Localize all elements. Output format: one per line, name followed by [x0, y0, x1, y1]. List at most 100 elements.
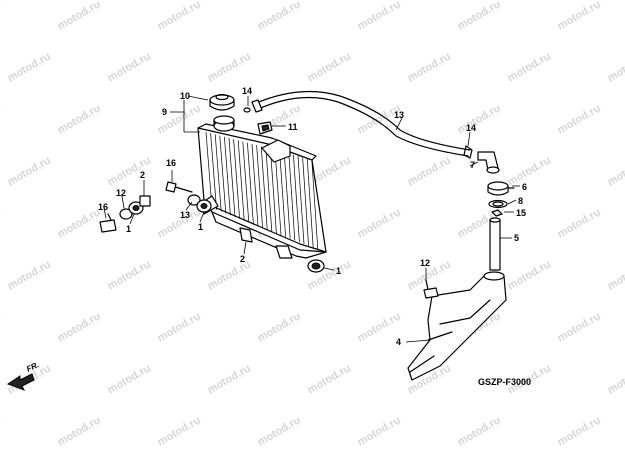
reserve-tank-cap: [487, 181, 515, 196]
watermark-text: motod.ru: [56, 206, 103, 240]
callout-8: 9: [162, 107, 167, 117]
watermark-text: motod.ru: [356, 206, 403, 240]
watermark-text: motod.ru: [406, 50, 453, 84]
watermark-text: motod.ru: [56, 0, 103, 33]
callout-labels: 10 9 14 11 13 14 7 6 8 15 5 4 12 16 13 1…: [98, 86, 527, 347]
radiator-fin: [270, 148, 277, 234]
callout-2-left: 2: [140, 170, 145, 180]
callout-3: 4: [396, 337, 401, 347]
watermark-text: motod.ru: [506, 154, 553, 188]
callout-7: 8: [518, 196, 523, 206]
watermark-text: motod.ru: [456, 0, 503, 33]
tube-clip: [491, 209, 503, 217]
mounting-bolt-mid: [165, 181, 193, 193]
radiator-fin: [251, 143, 259, 227]
radiator-fin: [293, 154, 300, 243]
watermark-text: motod.ru: [6, 154, 53, 188]
tank-cap-ring: [488, 199, 508, 209]
watermark-text: motod.ru: [456, 414, 503, 448]
watermark-text: motod.ru: [356, 414, 403, 448]
watermark-text: motod.ru: [556, 102, 603, 136]
watermark-text: motod.ru: [356, 0, 403, 33]
watermark-text: motod.ru: [56, 102, 103, 136]
reserve-tank: [407, 271, 507, 381]
watermark-text: motod.ru: [256, 310, 303, 344]
watermark-text: motod.ru: [156, 0, 203, 33]
watermark-text: motod.ru: [606, 50, 625, 84]
callout-14-top: 14: [242, 86, 252, 96]
watermark-text: motod.ru: [206, 362, 253, 396]
radiator-fin: [283, 152, 291, 239]
watermark-text: motod.ru: [206, 50, 253, 84]
hose-clip: [463, 145, 473, 159]
callout-10: 11: [288, 122, 298, 132]
radiator-fin: [265, 147, 273, 232]
watermark-text: motod.ru: [106, 154, 153, 188]
watermark-text: motod.ru: [156, 310, 203, 344]
elbow-joint: [477, 151, 500, 174]
washer-mid: [187, 194, 201, 206]
watermark-text: motod.ru: [0, 206, 3, 240]
radiator-fin: [210, 133, 217, 210]
watermark-text: motod.ru: [456, 102, 503, 136]
diagram-code: GSZP-F3000: [478, 377, 531, 387]
radiator-fin: [228, 137, 236, 218]
watermark-text: motod.ru: [6, 50, 53, 84]
radiator-fin: [247, 142, 254, 225]
watermark-text: motod.ru: [0, 310, 3, 344]
callout-9: 10: [180, 91, 190, 101]
callout-12-left: 12: [116, 188, 126, 198]
radiator-fin: [233, 139, 240, 219]
radiator-core-fins: [205, 131, 319, 250]
radiator-fin: [306, 158, 314, 248]
callout-1-mid: 1: [198, 222, 203, 232]
watermark-text: motod.ru: [106, 362, 153, 396]
siphon-hose: [251, 90, 471, 157]
watermark-text: motod.ru: [556, 206, 603, 240]
radiator-fin: [214, 134, 222, 212]
callout-16-left: 16: [98, 202, 108, 212]
watermark-text: motod.ru: [606, 362, 625, 396]
radiator-fin: [242, 141, 250, 223]
radiator-fin: [219, 135, 227, 214]
watermark-text: motod.ru: [406, 154, 453, 188]
watermark-text: motod.ru: [206, 258, 253, 292]
watermark-text: motod.ru: [306, 50, 353, 84]
callout-11: 12: [420, 258, 430, 268]
callout-1-lower: 1: [336, 266, 341, 276]
o-ring: [243, 107, 251, 113]
watermark-text: motod.ru: [6, 258, 53, 292]
radiator-fin: [274, 149, 282, 236]
callout-16-mid: 16: [166, 158, 176, 168]
callout-14-right: 14: [466, 123, 476, 133]
watermark-text: motod.ru: [106, 258, 153, 292]
callout-4: 5: [514, 233, 519, 243]
watermark-text: motod.ru: [606, 258, 625, 292]
radiator-fin: [224, 136, 231, 216]
grommet-lower: [307, 259, 325, 273]
callout-2-lower: 2: [240, 254, 245, 264]
collar-left: [139, 195, 151, 207]
callout-12-mid: 13: [180, 210, 190, 220]
watermark-text: motod.ru: [106, 50, 153, 84]
watermark-text: motod.ru: [556, 0, 603, 33]
watermark-text: motod.ru: [556, 414, 603, 448]
radiator-fin: [237, 140, 245, 221]
watermark-text: motod.ru: [0, 0, 3, 33]
callout-15: 15: [516, 208, 526, 218]
tank-bolt: [423, 279, 439, 299]
mounting-bolt-left: [99, 213, 117, 233]
watermark-text: motod.ru: [506, 50, 553, 84]
callout-5: 6: [522, 182, 527, 192]
watermark-text: motod.ru: [156, 414, 203, 448]
watermark-text: motod.ru: [0, 414, 3, 448]
radiator-fin: [297, 155, 305, 245]
radiator: [197, 115, 327, 259]
radiator-fin: [279, 151, 286, 237]
radiator-fin: [302, 157, 309, 246]
watermark-text: motod.ru: [606, 154, 625, 188]
watermark-text: motod.ru: [556, 310, 603, 344]
overflow-tube: [489, 217, 501, 271]
